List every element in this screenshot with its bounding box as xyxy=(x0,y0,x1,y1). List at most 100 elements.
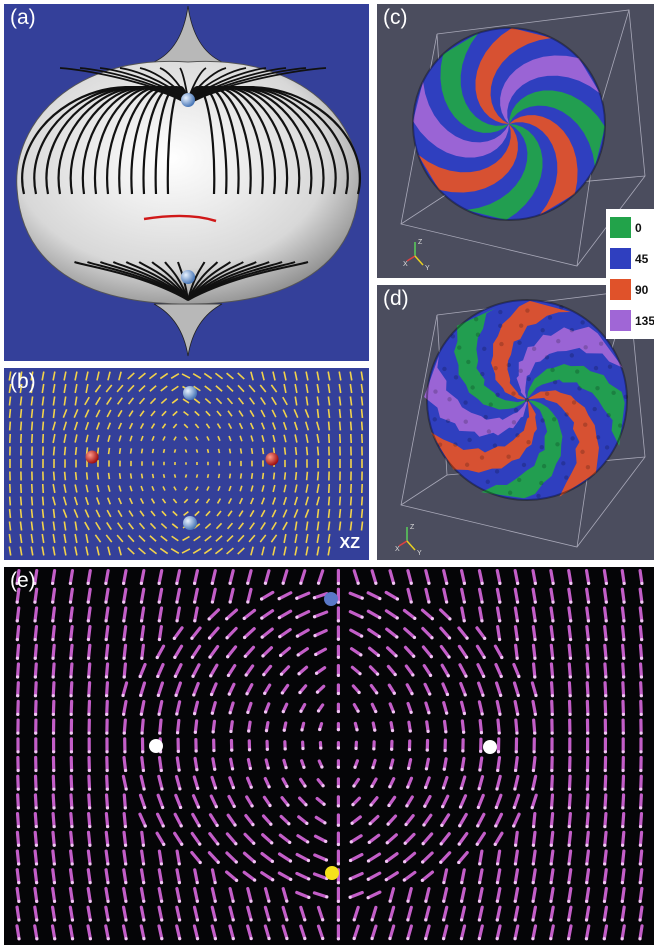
director-arrow xyxy=(225,608,239,621)
director-arrow xyxy=(121,924,128,941)
director-arrow xyxy=(104,886,110,903)
director-arrow xyxy=(15,886,21,903)
arrow-head xyxy=(86,656,91,660)
arrow-head xyxy=(459,918,464,922)
director-segment xyxy=(116,397,124,405)
director-segment xyxy=(294,471,298,481)
director-arrow xyxy=(193,756,199,772)
surface-texture-dot xyxy=(539,444,544,450)
arrow-head xyxy=(516,693,520,698)
arrow-head xyxy=(180,842,184,846)
arrow-head xyxy=(439,842,443,846)
legend-swatch xyxy=(610,279,631,300)
director-arrow xyxy=(549,905,555,922)
arrow-head xyxy=(494,805,498,810)
arrow-head xyxy=(51,619,55,623)
arrow-head xyxy=(176,749,180,753)
arrow-head xyxy=(352,936,356,941)
director-arrow xyxy=(209,663,219,678)
director-arrow xyxy=(458,812,468,828)
director-arrow xyxy=(494,662,503,679)
director-segment xyxy=(161,423,167,429)
director-arrow xyxy=(620,606,626,623)
arrow-head xyxy=(34,768,38,773)
director-segment xyxy=(349,496,353,506)
director-arrow xyxy=(603,793,608,810)
arrow-head xyxy=(423,804,427,808)
director-arrow xyxy=(140,830,146,847)
arrow-head xyxy=(366,859,371,863)
director-segment xyxy=(316,433,320,444)
arrow-head xyxy=(640,581,644,586)
director-arrow xyxy=(620,830,626,847)
arrow-head xyxy=(569,600,573,604)
orientation-domain xyxy=(466,124,543,220)
director-segment xyxy=(170,373,180,379)
arrow-head xyxy=(586,712,590,716)
surface-texture-dot xyxy=(513,407,519,413)
director-arrow xyxy=(122,643,128,660)
director-arrow xyxy=(210,886,217,903)
director-arrow xyxy=(86,587,92,604)
arrow-head xyxy=(303,784,307,788)
arrow-head xyxy=(178,787,182,791)
director-arrow xyxy=(243,832,256,845)
director-arrow xyxy=(421,851,434,864)
director-segment xyxy=(327,371,331,381)
director-segment xyxy=(327,508,331,519)
director-arrow xyxy=(33,774,38,791)
arrow-head xyxy=(406,918,410,922)
legend-value: 90 xyxy=(635,282,649,297)
director-segment xyxy=(217,485,221,492)
director-segment xyxy=(172,510,178,517)
arrow-head xyxy=(104,694,109,698)
director-arrow xyxy=(513,849,519,866)
director-segment xyxy=(19,508,23,519)
arrow-head xyxy=(476,824,480,828)
arrow-head xyxy=(585,862,589,866)
director-segment xyxy=(239,473,243,479)
arrow-head xyxy=(160,937,164,941)
director-segment xyxy=(327,383,331,394)
arrow-head xyxy=(447,655,451,659)
director-segment xyxy=(316,496,320,506)
director-arrow xyxy=(584,568,591,586)
director-segment xyxy=(129,473,133,479)
director-arrow xyxy=(384,609,399,620)
arrow-head xyxy=(638,824,643,829)
director-arrow xyxy=(514,643,519,660)
arrow-head xyxy=(215,823,219,828)
director-segment xyxy=(62,409,68,418)
orientation-domain xyxy=(500,55,600,125)
director-arrow xyxy=(531,699,537,716)
surface-texture-dot xyxy=(598,341,604,346)
director-segment xyxy=(360,508,364,519)
arrow-head xyxy=(157,619,161,623)
director-segment xyxy=(249,509,255,518)
surface-texture-dot xyxy=(617,423,623,428)
director-segment xyxy=(237,384,245,393)
director-arrow xyxy=(87,681,92,698)
director-arrow xyxy=(33,662,38,679)
arrow-head xyxy=(212,748,216,753)
director-segment xyxy=(172,498,178,504)
director-segment xyxy=(30,383,34,394)
director-arrow xyxy=(476,812,486,828)
surface-texture-dot xyxy=(611,390,616,396)
arrow-head xyxy=(69,731,73,735)
arrow-head xyxy=(211,730,215,734)
director-arrow xyxy=(225,626,238,640)
arrow-head xyxy=(262,673,266,677)
director-segment xyxy=(41,433,45,444)
director-arrow xyxy=(424,886,431,903)
director-segment xyxy=(338,396,342,406)
surface-texture-dot xyxy=(606,413,611,418)
surface-texture-dot xyxy=(559,305,564,310)
arrow-head xyxy=(321,936,325,941)
arrow-head xyxy=(446,674,450,678)
director-arrow xyxy=(297,665,309,676)
surface-texture-dot xyxy=(524,397,530,403)
director-segment xyxy=(117,409,123,418)
director-arrow xyxy=(421,645,433,659)
director-arrow xyxy=(105,774,109,791)
